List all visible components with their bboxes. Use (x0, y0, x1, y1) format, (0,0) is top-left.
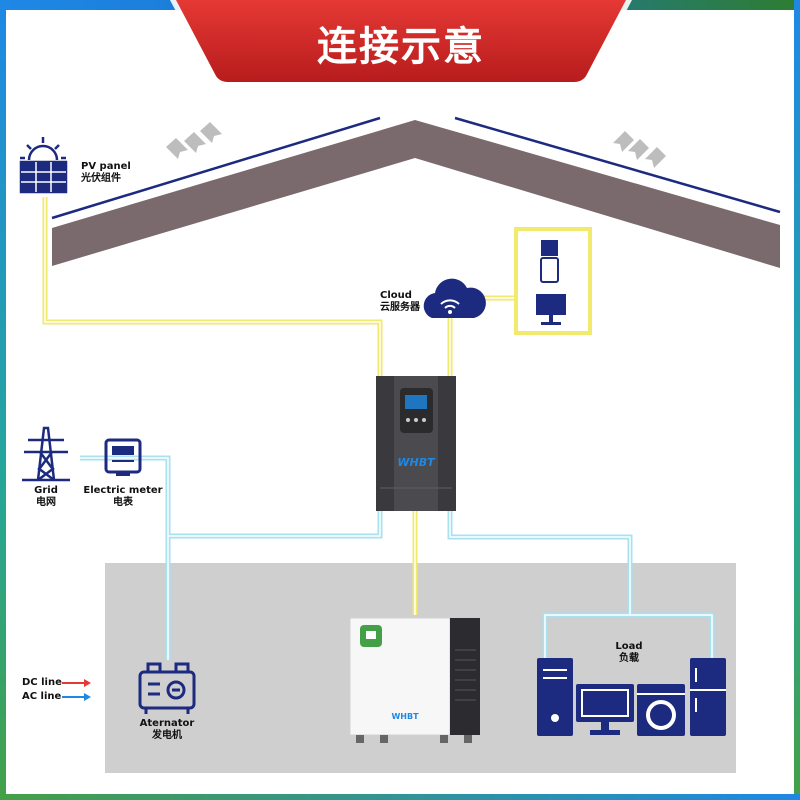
sunlight-arrows-right (613, 131, 666, 168)
roof (51, 116, 781, 268)
computer-icon (536, 294, 566, 325)
frame-left-border (0, 0, 6, 800)
sunlight-arrows-left (166, 122, 222, 159)
solar-panel-icon (19, 137, 68, 194)
electric-meter-label-en: Electric meter (83, 485, 163, 496)
refrigerator-icon (690, 658, 726, 736)
grid-label: Grid 电网 (34, 485, 58, 509)
legend-dc-arrow (62, 679, 91, 687)
generator-label-cn: 发电机 (152, 730, 182, 741)
cloud-label: Cloud 云服务器 (380, 290, 420, 314)
title-banner-shape (170, 0, 632, 86)
electric-meter-icon (104, 438, 142, 476)
monitor-icon (576, 684, 634, 735)
cloud-icon (423, 278, 486, 318)
generator-label: Aternator 发电机 (140, 718, 195, 742)
page-title: 连接示意 (317, 24, 485, 70)
generator-label-en: Aternator (139, 718, 195, 729)
legend-dc-label: DC line (22, 677, 62, 688)
battery-brand-logo: WHBT (391, 712, 419, 721)
load-label: Load 负载 (615, 641, 642, 665)
pc-tower-icon (537, 658, 573, 736)
grid-label-cn: 电网 (35, 497, 56, 508)
title-banner: 连接示意 (170, 0, 632, 88)
cloud-label-cn: 云服务器 (380, 302, 420, 313)
frame-right-border (794, 0, 800, 800)
battery-pack (349, 617, 480, 743)
monitoring-devices-box (514, 227, 592, 335)
pv-panel-label: PV panel 光伏组件 (81, 161, 131, 185)
load-label-cn: 负载 (619, 653, 639, 664)
washing-machine-icon (637, 684, 685, 736)
load-label-en: Load (615, 641, 643, 652)
grid-tower-icon (22, 426, 70, 482)
legend-ac-label: AC line (22, 691, 62, 702)
smartphone-icon (540, 240, 559, 283)
generator-icon (138, 662, 196, 714)
legend-ac-arrow (62, 693, 91, 701)
pv-panel-label-cn: 光伏组件 (81, 173, 121, 184)
hybrid-inverter (376, 376, 456, 511)
pv-panel-label-en: PV panel (81, 161, 131, 172)
cloud-label-en: Cloud (380, 290, 412, 301)
electric-meter-label: Electric meter 电表 (83, 485, 162, 509)
electric-meter-label-cn: 电表 (113, 497, 133, 508)
frame-bottom-border (0, 794, 800, 800)
inverter-brand-logo: WHBT (397, 456, 436, 469)
grid-label-en: Grid (34, 485, 58, 496)
